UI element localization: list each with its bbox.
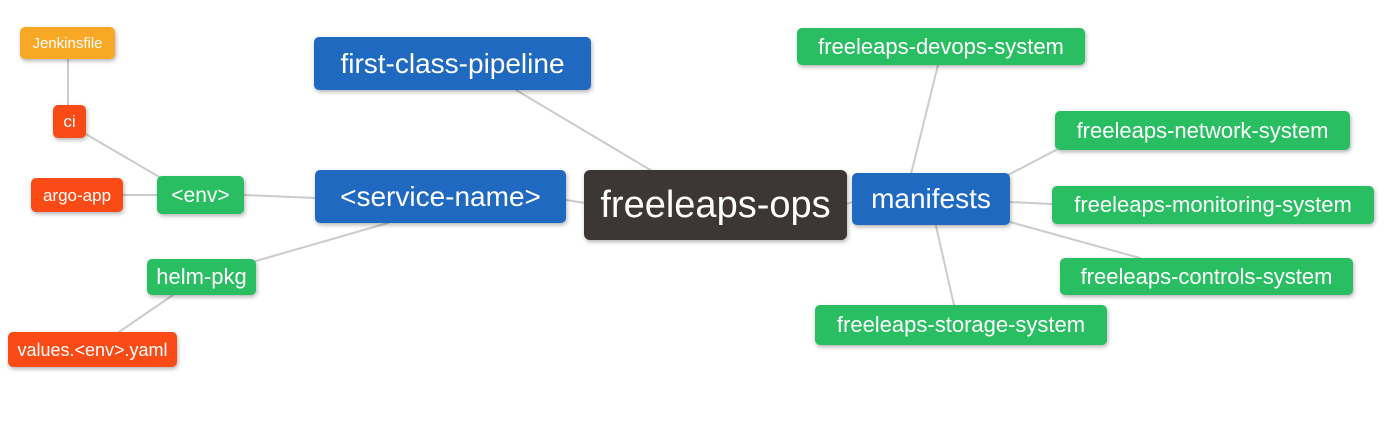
edge-ci-to-env	[83, 132, 162, 179]
node-freeleaps-controls-system[interactable]: freeleaps-controls-system	[1060, 258, 1353, 295]
node-freeleaps-devops-system[interactable]: freeleaps-devops-system	[797, 28, 1085, 65]
edge-manifests-to-freeleaps-storage-system	[935, 225, 955, 306]
node-jenkinsfile[interactable]: Jenkinsfile	[20, 27, 115, 59]
node-first-class-pipeline[interactable]: first-class-pipeline	[314, 37, 591, 90]
node-ci[interactable]: ci	[53, 105, 86, 138]
edge-freeleaps-devops-system-to-manifests	[910, 64, 939, 175]
edge-helm-pkg-to-values-env-yaml	[118, 294, 174, 333]
edge-service-name-to-freeleaps-ops	[565, 199, 586, 204]
edge-service-name-to-helm-pkg	[255, 222, 389, 262]
node-manifests[interactable]: manifests	[852, 173, 1010, 225]
node-values-env-yaml[interactable]: values.<env>.yaml	[8, 332, 177, 367]
edge-first-class-pipeline-to-freeleaps-ops	[515, 89, 653, 172]
edge-manifests-to-freeleaps-controls-system	[1009, 221, 1141, 259]
edge-freeleaps-ops-to-manifests	[845, 201, 854, 205]
node-freeleaps-network-system[interactable]: freeleaps-network-system	[1055, 111, 1350, 150]
edge-manifests-to-freeleaps-monitoring-system	[1009, 201, 1053, 205]
node-helm-pkg[interactable]: helm-pkg	[147, 259, 256, 295]
node-env[interactable]: <env>	[157, 176, 244, 214]
node-freeleaps-ops[interactable]: freeleaps-ops	[584, 170, 847, 240]
edge-env-to-service-name	[243, 194, 316, 199]
edge-manifests-to-freeleaps-network-system	[1007, 149, 1057, 176]
node-argo-app[interactable]: argo-app	[31, 178, 123, 212]
node-freeleaps-monitoring-system[interactable]: freeleaps-monitoring-system	[1052, 186, 1374, 224]
node-service-name[interactable]: <service-name>	[315, 170, 566, 223]
node-freeleaps-storage-system[interactable]: freeleaps-storage-system	[815, 305, 1107, 345]
